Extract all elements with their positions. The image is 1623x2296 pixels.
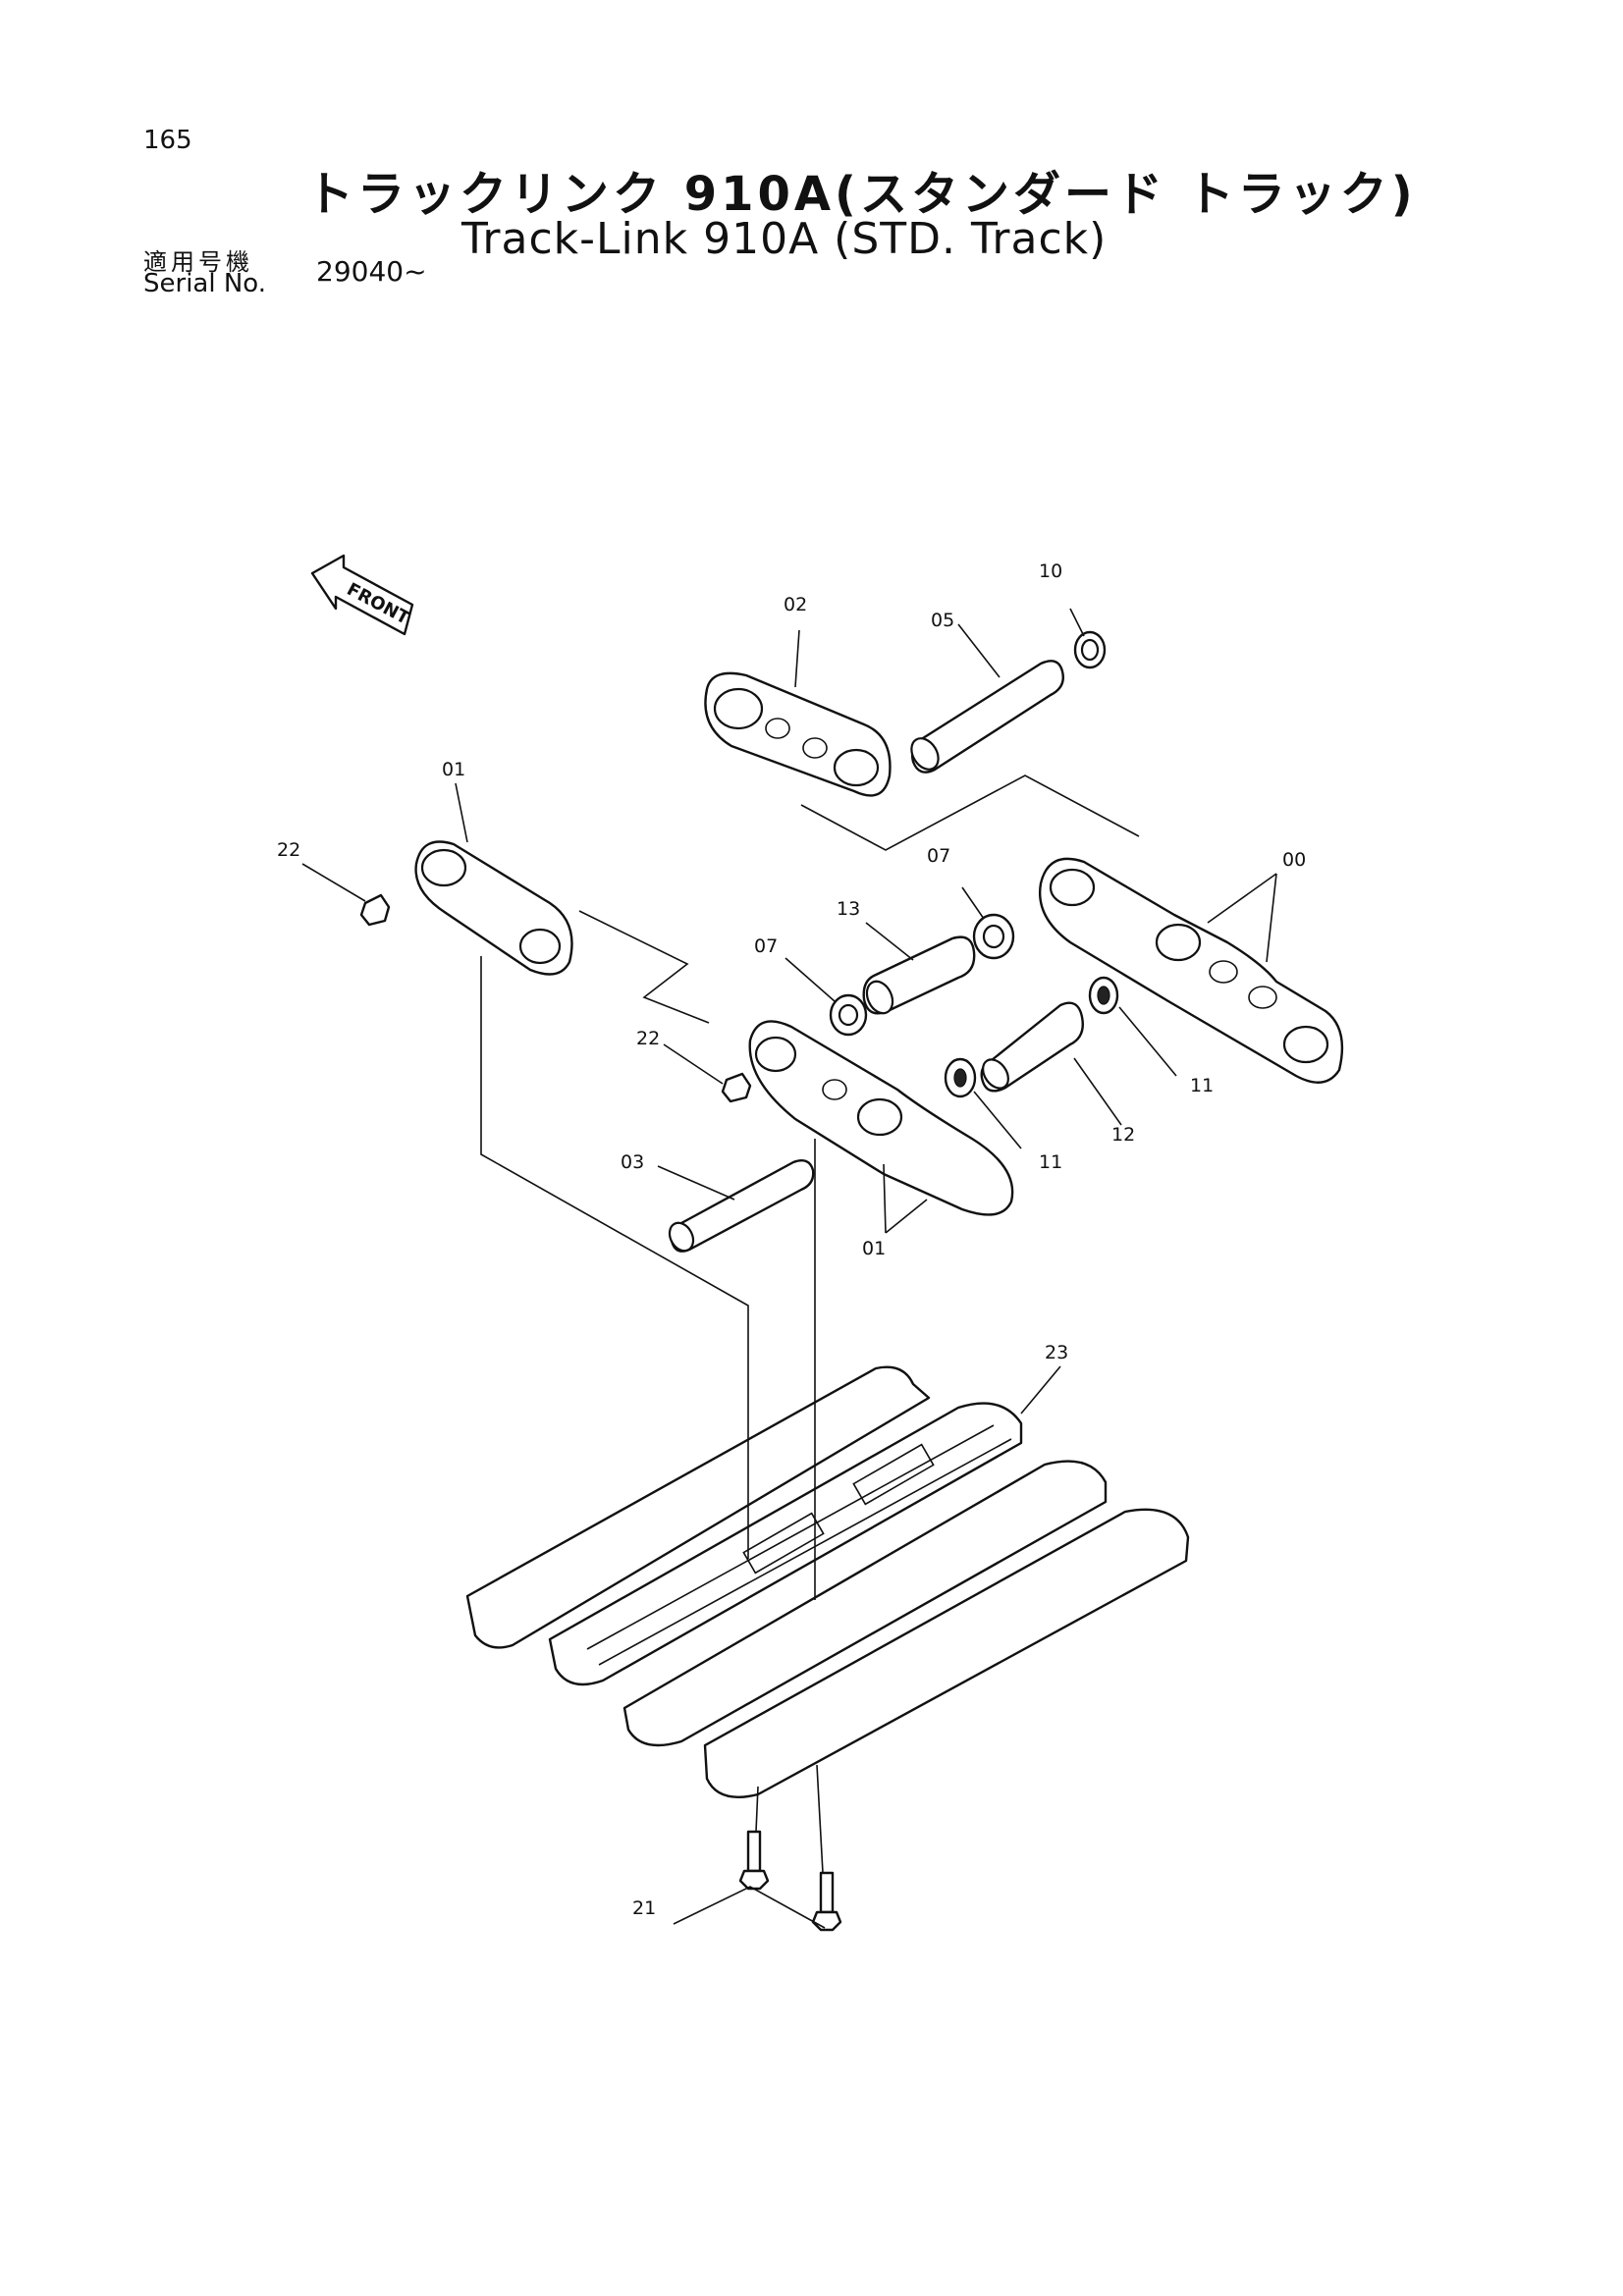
- callout-11-right: 11: [1190, 1075, 1214, 1096]
- serial-label-japanese: 適用号機: [143, 248, 253, 276]
- callout-labels: 10 02 05 01 22 07 00 13 07 22 11 12 11 0…: [277, 561, 1306, 1919]
- dust-seal-left: [944, 1057, 977, 1098]
- seal-lower: [829, 993, 868, 1037]
- callout-11-left: 11: [1039, 1151, 1062, 1173]
- track-link-left: [414, 840, 573, 976]
- track-pin-upper: [910, 660, 1064, 774]
- seal-upper: [972, 913, 1015, 960]
- page-number: 165: [143, 126, 192, 155]
- callout-07-upper: 07: [927, 845, 950, 867]
- bushing-part: [862, 935, 976, 1015]
- callout-22-lower: 22: [636, 1028, 660, 1049]
- guide-lines: [301, 608, 1277, 1929]
- spacer-part: [980, 1001, 1084, 1093]
- callout-12: 12: [1111, 1124, 1135, 1146]
- serial-number-value: 29040~: [316, 255, 427, 288]
- page-title-english: Track-Link 910A (STD. Track): [461, 214, 1108, 264]
- track-link-assembly-right: [1038, 857, 1344, 1084]
- track-link-upper: [704, 671, 892, 797]
- serial-label-english: Serial No.: [143, 269, 266, 298]
- shoe-bolt-left: [738, 1830, 770, 1891]
- callout-07-lower: 07: [754, 935, 778, 957]
- callout-01-upper: 01: [442, 759, 465, 780]
- callout-03: 03: [621, 1151, 644, 1173]
- page-title-japanese: トラックリンク 910A(スタンダード トラック): [306, 167, 1417, 222]
- callout-01-lower: 01: [862, 1238, 886, 1259]
- track-link-center: [748, 1020, 1014, 1216]
- shoe-bolt-right: [811, 1871, 842, 1932]
- front-arrow-icon: FRONT: [310, 554, 414, 636]
- nut-lower: [721, 1072, 752, 1103]
- snap-ring-part: [1073, 630, 1107, 669]
- track-shoe-plates: [465, 1365, 1190, 1798]
- callout-23: 23: [1045, 1342, 1068, 1363]
- dust-seal-right: [1088, 976, 1119, 1015]
- callout-02: 02: [784, 594, 807, 615]
- callout-10: 10: [1039, 561, 1062, 582]
- callout-05: 05: [931, 610, 954, 631]
- track-pin-lower: [668, 1159, 815, 1253]
- callout-21: 21: [632, 1897, 656, 1919]
- callout-22-upper: 22: [277, 839, 300, 861]
- callout-00: 00: [1282, 849, 1306, 871]
- callout-13: 13: [837, 898, 860, 920]
- nut-upper: [359, 893, 391, 927]
